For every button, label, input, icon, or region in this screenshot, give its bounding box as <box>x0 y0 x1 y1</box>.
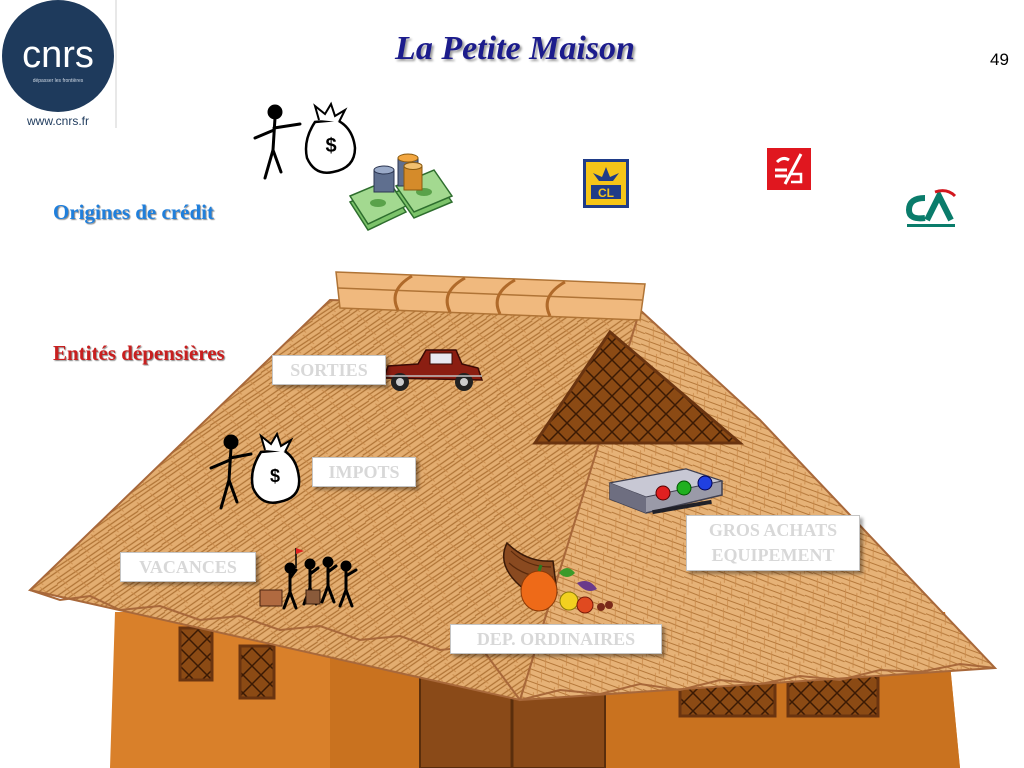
label-vacances: VACANCES <box>120 552 256 582</box>
svg-text:CL: CL <box>598 186 614 200</box>
svg-text:cnrs: cnrs <box>22 34 94 76</box>
svg-text:dépasser les frontières: dépasser les frontières <box>33 78 84 84</box>
car-icon <box>380 349 484 391</box>
cash-coins-icon <box>348 153 454 231</box>
people-vacation-icon <box>259 548 358 610</box>
money-man-icon: $ <box>253 101 357 180</box>
cornucopia-icon <box>502 541 613 614</box>
credit-agricole-logo <box>905 186 957 228</box>
caisse-epargne-logo <box>767 148 811 190</box>
svg-text:$: $ <box>325 135 336 157</box>
origins-heading: Origines de crédit <box>53 200 214 224</box>
label-gros-achats: GROS ACHATS EQUIPEMENT <box>686 515 860 571</box>
logo-url: www.cnrs.fr <box>26 114 89 128</box>
label-dep-ordinaires: DEP. ORDINAIRES <box>450 624 662 654</box>
svg-text:$: $ <box>270 466 280 486</box>
money-man-roof-icon: $ <box>209 431 301 510</box>
label-sorties: SORTIES <box>272 355 386 385</box>
thatched-house <box>27 271 998 768</box>
projector-icon <box>608 468 724 515</box>
page-number: 49 <box>990 50 1009 69</box>
cnrs-logo: cnrs dépasser les frontières www.cnrs.fr <box>2 0 117 128</box>
label-impots: IMPOTS <box>312 457 416 487</box>
cl-bank-logo: CL <box>583 159 629 208</box>
slide-title: La Petite Maison <box>395 30 635 67</box>
entities-heading: Entités dépensières <box>53 341 225 365</box>
